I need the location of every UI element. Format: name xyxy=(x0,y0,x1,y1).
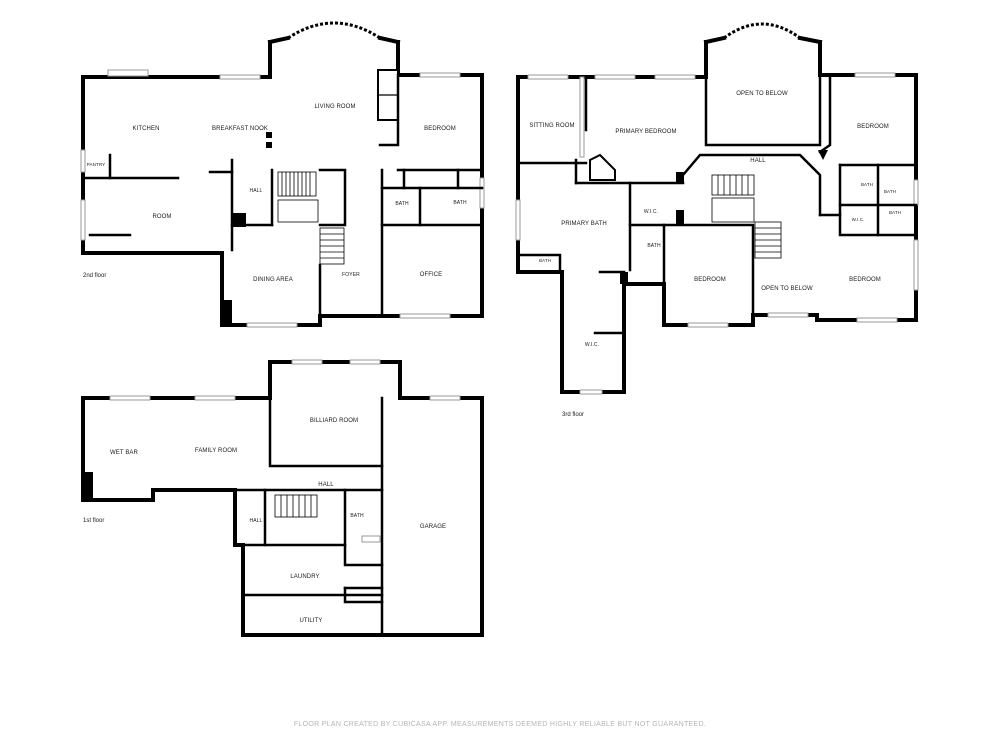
bath-label: BATH xyxy=(884,189,896,194)
bedroom-label: BEDROOM xyxy=(424,126,456,132)
family-room-label: FAMILY ROOM xyxy=(195,448,237,454)
garage-label: GARAGE xyxy=(420,524,446,530)
third-floor-plan: SITTING ROOM PRIMARY BEDROOM OPEN TO BEL… xyxy=(515,22,919,418)
living-room-label: LIVING ROOM xyxy=(314,104,355,110)
sitting-room-label: SITTING ROOM xyxy=(529,123,574,129)
stairs-icon xyxy=(277,171,345,265)
hall-label: HALL xyxy=(750,158,766,164)
utility-label: UTILITY xyxy=(299,618,322,624)
hall-label: HALL xyxy=(250,188,263,194)
pantry-label: PANTRY xyxy=(87,162,105,167)
stairs-icon xyxy=(274,494,318,518)
wet-bar-label: WET BAR xyxy=(110,450,138,456)
bedroom-label: BEDROOM xyxy=(857,124,889,130)
footer-disclaimer: FLOOR PLAN CREATED BY CUBICASA APP. MEAS… xyxy=(294,721,706,728)
hall-label: HALL xyxy=(250,518,263,524)
first-floor-plan: WET BAR FAMILY ROOM BILLIARD ROOM HALL H… xyxy=(81,359,484,637)
wic-label: W.I.C. xyxy=(852,217,865,222)
hall-label: HALL xyxy=(318,482,334,488)
kitchen-label: KITCHEN xyxy=(132,126,159,132)
bath-label: BATH xyxy=(889,210,901,215)
dining-area-label: DINING AREA xyxy=(253,277,293,283)
bath-label: BATH xyxy=(647,243,661,249)
wic-label: W.I.C. xyxy=(644,209,658,215)
primary-bath-label: PRIMARY BATH xyxy=(561,221,607,227)
bath-label: BATH xyxy=(350,513,364,519)
second-floor-plan: KITCHEN BREAKFAST NOOK LIVING ROOM BEDRO… xyxy=(80,21,485,328)
bedroom-label: BEDROOM xyxy=(694,277,726,283)
laundry-label: LAUNDRY xyxy=(290,574,319,580)
bath-label: BATH xyxy=(539,258,551,263)
floor-label-2nd: 2nd floor xyxy=(83,273,106,279)
primary-bedroom-label: PRIMARY BEDROOM xyxy=(615,129,676,135)
stairs-icon xyxy=(711,174,782,259)
floor-label-3rd: 3rd floor xyxy=(562,412,584,418)
floor-label-1st: 1st floor xyxy=(83,518,104,524)
office-label: OFFICE xyxy=(420,272,443,278)
room-label: ROOM xyxy=(152,214,171,220)
wic-label: W.I.C. xyxy=(585,342,599,348)
billiard-room-label: BILLIARD ROOM xyxy=(310,418,358,424)
open-to-below-label: OPEN TO BELOW xyxy=(761,286,813,292)
bath-label: BATH xyxy=(453,200,467,206)
breakfast-nook-label: BREAKFAST NOOK xyxy=(212,126,268,132)
open-to-below-label: OPEN TO BELOW xyxy=(736,91,788,97)
bedroom-label: BEDROOM xyxy=(849,277,881,283)
foyer-label: FOYER xyxy=(342,272,360,278)
bath-label: BATH xyxy=(861,182,873,187)
bath-label: BATH xyxy=(395,201,409,207)
